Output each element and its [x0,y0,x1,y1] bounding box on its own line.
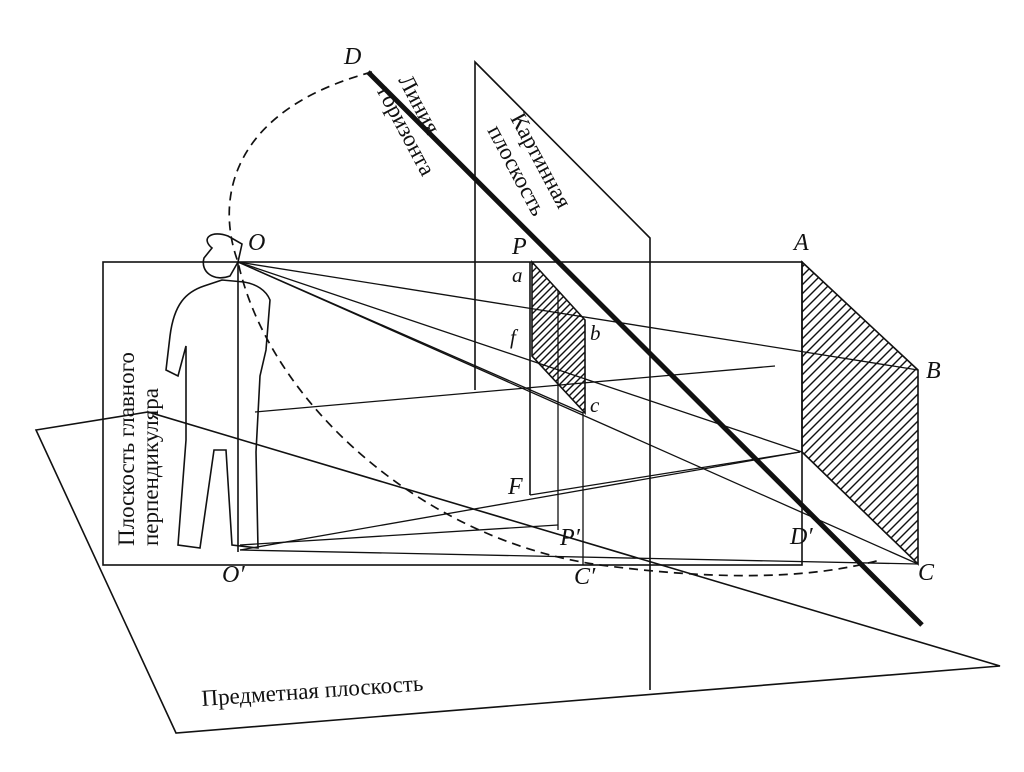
ray-O-B [237,261,919,371]
hatch-line [532,262,585,413]
label-D: D [343,44,361,70]
label-f: f [510,325,519,349]
picture-plane-label: Картинная плоскость [483,109,577,220]
hatch-line [563,262,585,413]
hatch-line [532,262,580,413]
object-plane [34,411,1001,734]
hatch-line [549,262,585,413]
hatch-line [802,262,918,564]
hatch-line [802,262,900,564]
hatch-line [802,262,828,564]
observer-figure [165,233,271,552]
hatch-line [532,262,585,413]
label-P: P [511,234,527,260]
label-D-prime: D′ [789,524,813,550]
hatch-line [375,260,530,415]
hatch-line [532,262,552,413]
label-F: F [507,474,523,500]
hatch-line [802,262,918,564]
hatch-line [835,262,918,564]
hatch-line [907,262,918,564]
hatch-line [802,262,891,564]
hatch-line [532,262,573,413]
object-plane-label: Предметная плоскость [201,671,424,711]
dashed-arc [228,71,881,577]
hatch-line [853,262,918,564]
svg-text:перпендикуляра: перпендикуляра [138,388,163,546]
label-b: b [590,321,601,345]
label-a: a [512,263,523,287]
ray-O-prime-D-prime [239,451,801,551]
label-c: c [590,393,600,417]
hatch-line [802,262,837,564]
hatch-line [802,262,918,564]
hatch-line [817,262,918,564]
hatch-line [880,262,918,564]
hatch-line [916,262,918,564]
horizon-line-label: Линия горизонта [372,71,445,180]
line-P-prime [239,524,559,546]
picture-plane [474,60,651,690]
hatch-line [802,262,918,564]
hatch-line [802,262,918,564]
perpendicular-plane-label: Плоскость главного перпендикуляра [114,352,163,546]
hatch-line [556,262,585,413]
object-hatching [802,262,918,564]
hatch-line [802,262,918,564]
label-C: C [918,560,935,586]
ray-O-prime-C [239,549,919,565]
horizon-line [366,70,924,627]
hatch-line [802,262,918,564]
hatch-line [871,262,918,564]
hatch-line [532,262,585,413]
hatch-line [889,262,918,564]
hatch-line [532,262,585,413]
hatch-line [844,262,918,564]
hatch-line [802,262,882,564]
hatch-line [532,262,585,413]
ray-O-D-prime [237,261,803,453]
ray-O-C [237,261,919,565]
hatch-line [802,262,918,564]
hatch-line [802,262,918,564]
label-C-prime: C′ [574,564,596,590]
hatch-line [532,262,585,413]
hatch-line [542,262,585,413]
hatch-line [802,262,918,564]
hatch-line [862,262,918,564]
label-P-prime: P′ [559,525,581,551]
image-abc [531,259,586,416]
hatch-line [532,262,566,413]
hatch-line [802,262,873,564]
principal-perpendicular-plane [102,261,803,566]
hatch-line [802,262,864,564]
hatch-line [532,262,585,413]
label-O-prime: O′ [222,562,245,588]
hatch-line [532,262,585,413]
label-B: B [926,358,941,384]
hatch-line [802,262,855,564]
hatch-line [802,262,918,564]
label-O: O [248,230,265,256]
hatch-line [802,262,810,564]
label-A: A [792,230,809,256]
line-foot-to-B [254,365,776,413]
hatch-line [802,262,918,564]
hatch-line [532,262,559,413]
svg-text:Плоскость главного: Плоскость главного [114,352,139,546]
hatch-line [826,262,918,564]
hatch-line [535,262,585,413]
